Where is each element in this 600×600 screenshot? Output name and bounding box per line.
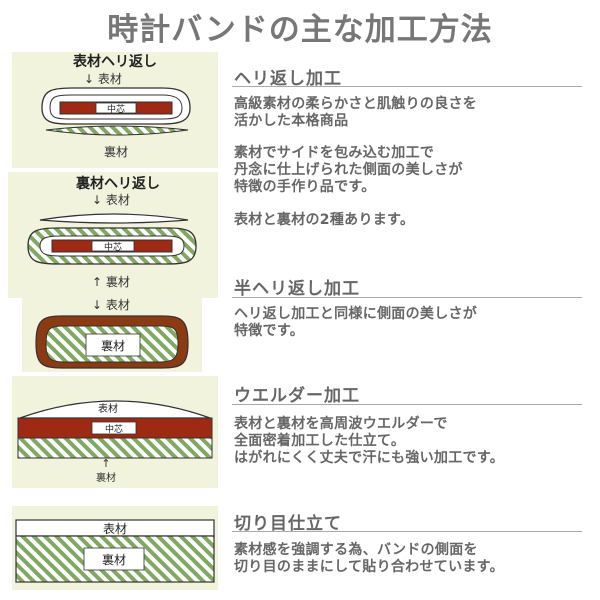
diagram-heading: 表材ヘリ返し — [72, 53, 157, 70]
bottom-material-label: 裏材 — [104, 144, 128, 159]
front-material-layer — [39, 213, 189, 224]
inner-material-label: 裏材 — [101, 338, 125, 353]
section-divider — [232, 86, 582, 87]
text-line: 丹念に仕上げられた側面の美しさが — [234, 162, 463, 178]
section-title-han-herikaeshi: 半ヘリ返し加工 — [234, 279, 360, 299]
core-label: 中芯 — [107, 103, 125, 115]
text-line: 切り目のままにして貼り合わせています。 — [234, 559, 504, 575]
section-body-welder: 表材と裏材を高周波ウエルダーで 全面密着加工した仕立て。 はがれにくく丈夫で汗に… — [234, 416, 504, 467]
diagram-heading: 裏材ヘリ返し — [75, 175, 160, 192]
page-title: 時計バンドの主な加工方法 — [107, 12, 493, 48]
front-material-layer — [19, 400, 211, 419]
top-material-label: 表材 — [98, 402, 118, 415]
section-divider — [232, 404, 582, 405]
text-line: 全面密着加工した仕立て。 — [234, 433, 406, 449]
core-label: 中芯 — [105, 423, 123, 435]
text-line: 特徴です。 — [234, 323, 305, 339]
section-title-kirime: 切り目仕立て — [234, 514, 342, 534]
top-material-label: ↓ 表材 — [92, 193, 130, 207]
text-line: 表材と裏材の2種あります。 — [234, 212, 415, 228]
text-line: 活かした本格商品 — [234, 113, 349, 129]
core-label: 中芯 — [104, 241, 122, 253]
section-body-herikaeshi-2: 素材でサイドを包み込む加工で 丹念に仕上げられた側面の美しさが 特徴の手作り品で… — [234, 145, 463, 196]
back-material-layer — [45, 125, 189, 136]
diagram-ura-herikaeshi: 裏材ヘリ返し ↓ 表材 中芯 ↑ 裏材 — [8, 172, 218, 298]
diagram-kirime: 表材 裏材 — [12, 506, 218, 590]
section-divider — [232, 297, 582, 298]
text-line: ヘリ返し加工と同様に側面の美しさが — [234, 306, 478, 322]
section-body-han-herikaeshi: ヘリ返し加工と同様に側面の美しさが 特徴です。 — [234, 306, 477, 340]
diagram-omote-herikaeshi: 表材ヘリ返し ↓ 表材 中芯 裏材 — [12, 52, 218, 168]
top-material-label: ↓ 表材 — [92, 298, 130, 312]
bottom-material-label: 裏材 — [96, 471, 116, 484]
section-body-herikaeshi: 高級素材の柔らかさと肌触りの良さを 活かした本格商品 — [234, 96, 477, 130]
text-line: 特徴の手作り品です。 — [234, 179, 376, 195]
section-divider — [232, 531, 582, 532]
top-material-label: ↓ 表材 — [84, 72, 122, 86]
text-line: はがれにくく丈夫で汗にも強い加工です。 — [234, 450, 505, 466]
diagram-welder: 表材 中芯 ↑ 裏材 — [12, 376, 218, 488]
back-material-layer — [17, 437, 213, 459]
bottom-arrow: ↑ — [101, 457, 110, 470]
diagram-han-herikaeshi: ↓ 表材 裏材 — [22, 298, 202, 372]
text-line: 高級素材の柔らかさと肌触りの良さを — [234, 96, 478, 112]
section-title-herikaeshi: ヘリ返し加工 — [234, 69, 342, 89]
section-title-welder: ウエルダー加工 — [234, 386, 360, 406]
text-line: 素材感を強調する為、バンドの側面を — [234, 542, 478, 558]
section-body-herikaeshi-3: 表材と裏材の2種あります。 — [234, 212, 414, 229]
text-line: 表材と裏材を高周波ウエルダーで — [234, 416, 448, 432]
top-material-label: 表材 — [103, 522, 127, 536]
bottom-material-label: ↑ 裏材 — [92, 274, 130, 289]
inner-material-label: 裏材 — [102, 552, 126, 567]
text-line: 素材でサイドを包み込む加工で — [234, 145, 435, 161]
section-body-kirime: 素材感を強調する為、バンドの側面を 切り目のままにして貼り合わせています。 — [234, 542, 504, 576]
